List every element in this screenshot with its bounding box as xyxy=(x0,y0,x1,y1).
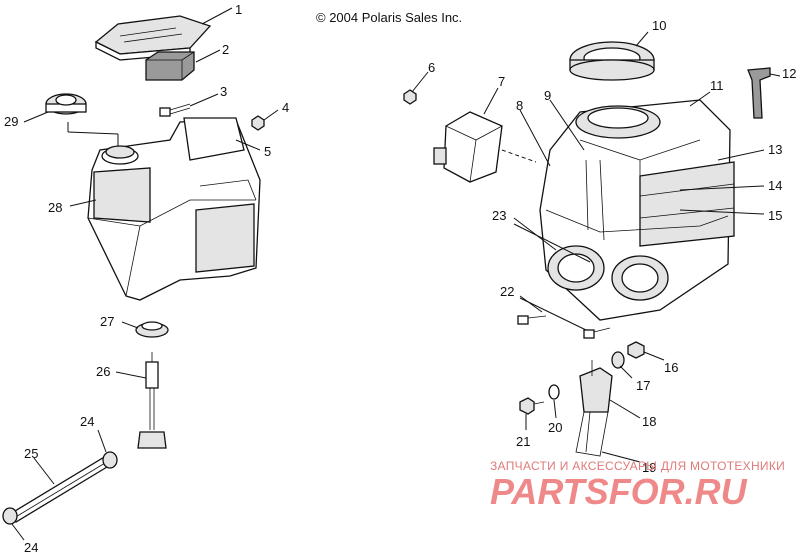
part-bolt-3 xyxy=(159,103,191,117)
callout-22: 22 xyxy=(500,284,514,299)
part-ring xyxy=(569,41,655,81)
part-clip xyxy=(747,67,771,119)
callout-28: 28 xyxy=(48,200,62,215)
callout-17: 17 xyxy=(636,378,650,393)
callout-12: 12 xyxy=(782,66,796,81)
part-bolt-22b xyxy=(583,327,611,339)
callout-19: 19 xyxy=(642,460,656,475)
callout-20: 20 xyxy=(548,420,562,435)
callout-7: 7 xyxy=(498,74,505,89)
callout-1: 1 xyxy=(235,2,242,17)
part-airbox-housing xyxy=(539,99,735,321)
callout-26: 26 xyxy=(96,364,110,379)
part-hose xyxy=(9,455,113,523)
part-nut-16 xyxy=(627,341,645,359)
callout-11: 11 xyxy=(710,78,724,93)
part-module xyxy=(433,111,537,183)
callout-27: 27 xyxy=(100,314,114,329)
part-washer-20 xyxy=(548,384,560,400)
callout-24-bottom: 24 xyxy=(24,540,38,555)
leader-lines xyxy=(11,7,781,541)
callout-23: 23 xyxy=(492,208,506,223)
callout-6: 6 xyxy=(428,60,435,75)
part-nut-4 xyxy=(251,115,265,131)
part-grommet xyxy=(135,321,169,338)
watermark-brand-logo: PARTSFOR.RU xyxy=(490,471,748,512)
callout-2: 2 xyxy=(222,42,229,57)
callout-21: 21 xyxy=(516,434,530,449)
part-cap xyxy=(45,93,87,115)
part-bolt-21 xyxy=(519,397,545,415)
callout-5: 5 xyxy=(264,144,271,159)
callout-24-top: 24 xyxy=(80,414,94,429)
callout-13: 13 xyxy=(768,142,782,157)
callout-29: 29 xyxy=(4,114,18,129)
part-pad xyxy=(145,51,195,81)
part-reservoir-tank xyxy=(87,117,261,301)
callout-16: 16 xyxy=(664,360,678,375)
part-washer-17 xyxy=(611,351,625,369)
part-bolt-22a xyxy=(517,315,547,325)
part-plug-bottom xyxy=(2,507,18,525)
callout-14: 14 xyxy=(768,178,782,193)
watermark-tagline: ЗАПЧАСТИ И АКСЕССУАРЫ ДЛЯ МОТОТЕХНИКИ xyxy=(490,459,785,473)
callout-8: 8 xyxy=(516,98,523,113)
callout-15: 15 xyxy=(768,208,782,223)
callout-18: 18 xyxy=(642,414,656,429)
callout-25: 25 xyxy=(24,446,38,461)
part-plug-top xyxy=(102,451,118,469)
callout-4: 4 xyxy=(282,100,289,115)
part-sensor xyxy=(137,352,167,449)
callout-3: 3 xyxy=(220,84,227,99)
callout-10: 10 xyxy=(652,18,666,33)
copyright-text: © 2004 Polaris Sales Inc. xyxy=(316,10,462,25)
part-bracket xyxy=(575,360,613,457)
callout-9: 9 xyxy=(544,88,551,103)
part-nut-6 xyxy=(403,89,417,105)
